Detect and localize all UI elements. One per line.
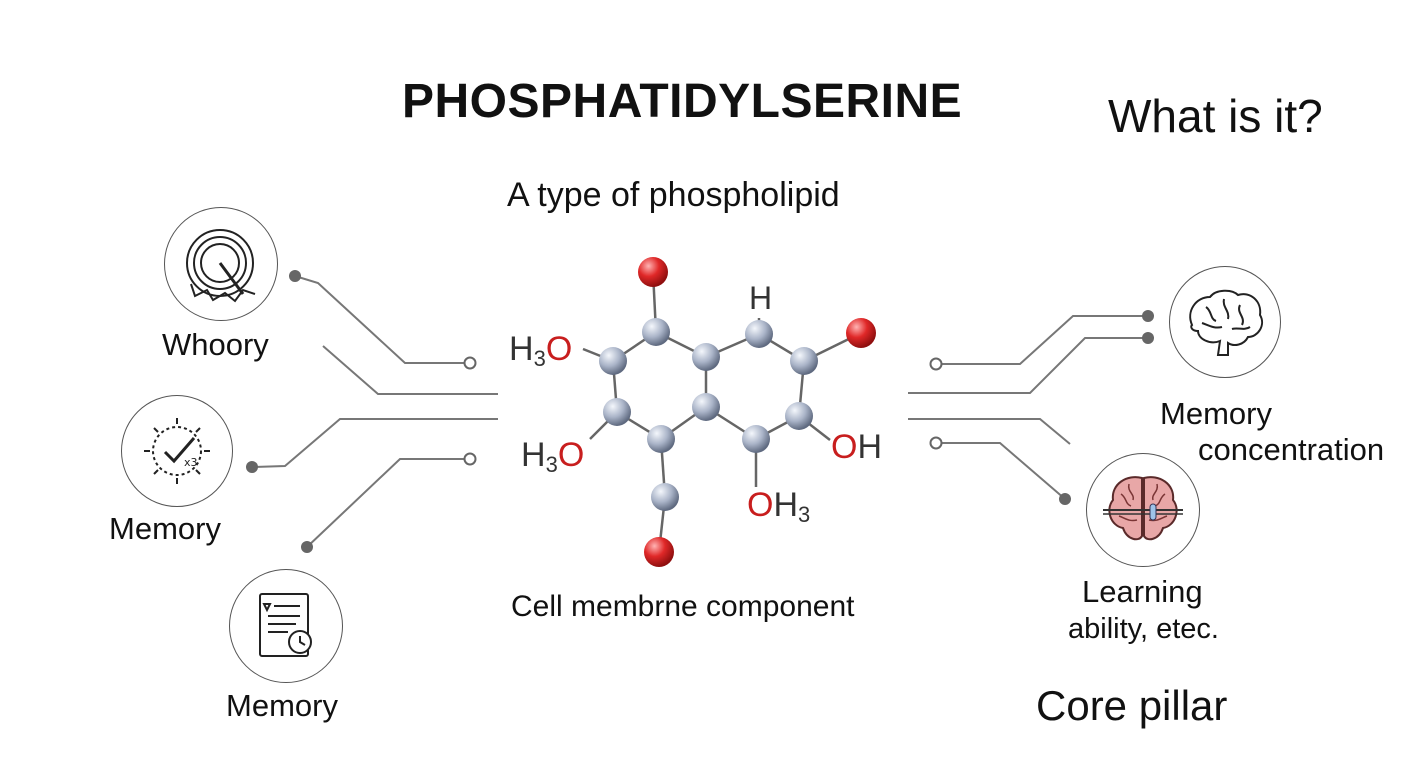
carbon-atom (647, 425, 675, 453)
label-memory-2: Memory (226, 688, 338, 723)
h-label-top: H (749, 280, 773, 316)
left-connector-dots (246, 270, 477, 553)
right-connectors (908, 315, 1148, 500)
left-connectors (251, 275, 498, 548)
carbon-atom (742, 425, 770, 453)
connector-memory-b (908, 337, 1148, 394)
label-learning-ability-line1: Learning (1082, 574, 1203, 609)
brain-color-icon (1103, 476, 1183, 541)
carbon-atom (692, 343, 720, 371)
connector-dot (1142, 310, 1154, 322)
footer-label: Core pillar (1036, 682, 1228, 729)
oxygen-atom (638, 257, 668, 287)
connector-dot (463, 452, 477, 466)
clock-sparkle-icon: x3 (144, 418, 210, 484)
carbon-atom (790, 347, 818, 375)
oxygen-atom (644, 537, 674, 567)
gauge-icon (186, 229, 256, 303)
carbon-atom (599, 347, 627, 375)
clock-icon-circle: x3 (121, 395, 233, 507)
h3o-label-bottom: H3O (521, 436, 585, 477)
oh-label: OH (831, 428, 883, 466)
label-learning-ability-line2: ability, etec. (1068, 613, 1219, 645)
connector-memory1 (251, 418, 498, 468)
label-memory-1: Memory (109, 511, 221, 546)
carbon-atom (603, 398, 631, 426)
connector-dot (463, 356, 477, 370)
carbon-atom (785, 402, 813, 430)
carbon-atom (642, 318, 670, 346)
oxygen-atom (846, 318, 876, 348)
connector-dot (929, 357, 943, 371)
connector-dot (1059, 493, 1071, 505)
connector-memory2 (306, 458, 470, 548)
connector-learning-a (908, 418, 1071, 445)
svg-text:x3: x3 (184, 456, 198, 469)
connector-dot (929, 436, 943, 450)
brain-color-circle (1086, 453, 1200, 567)
molecule-caption: Cell membrne component (511, 590, 855, 623)
connector-learning-b (936, 442, 1066, 500)
carbon-atom (651, 483, 679, 511)
connector-dot (1142, 332, 1154, 344)
label-memory-concentration-line2: concentration (1198, 432, 1385, 467)
oh3-label: OH3 (747, 486, 811, 527)
gauge-icon-circle (164, 207, 278, 321)
document-icon-circle (229, 569, 343, 683)
carbon-atom (745, 320, 773, 348)
subtitle: A type of phospholipid (507, 176, 840, 214)
connector-dot (289, 270, 301, 282)
right-connector-dots (929, 310, 1154, 505)
label-memory-concentration-line1: Memory (1160, 396, 1272, 431)
connector-dot (301, 541, 313, 553)
carbon-atom (692, 393, 720, 421)
document-clock-icon (259, 593, 312, 657)
brain-outline-icon (1189, 289, 1264, 356)
brain-outline-circle (1169, 266, 1281, 378)
connector-memory-a (936, 315, 1148, 365)
page-title: PHOSPHATIDYLSERINE (402, 75, 963, 128)
connector-whoory (294, 275, 470, 364)
molecule-atoms (599, 257, 876, 567)
question-heading: What is it? (1108, 90, 1323, 142)
connector-whoory-b (322, 345, 498, 395)
label-whoory: Whoory (162, 327, 269, 362)
connector-dot (246, 461, 258, 473)
h3o-label-top: H3O (509, 330, 573, 371)
